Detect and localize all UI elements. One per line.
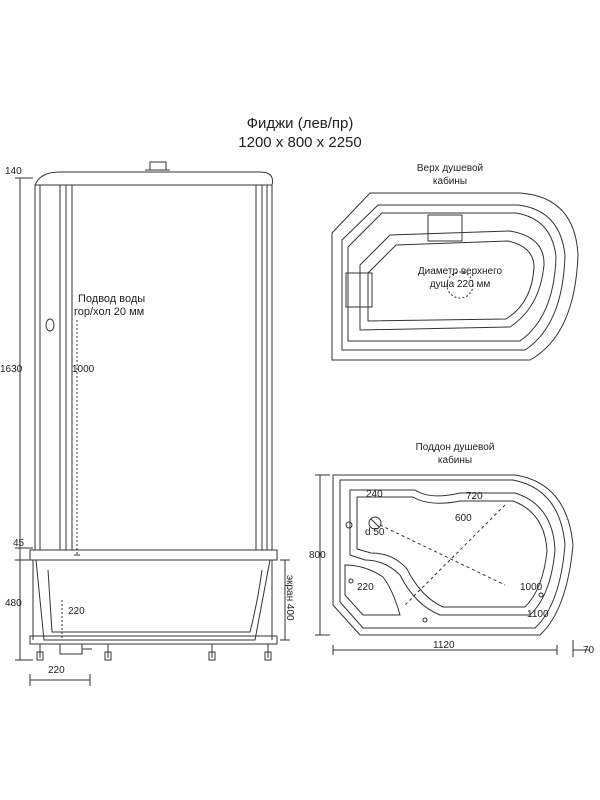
dim-1630: 1630 [0,364,23,375]
tray-dim-720: 720 [466,491,483,502]
front-view: экран 400 [15,161,295,686]
water-supply-line1: Подвод воды [78,293,146,305]
tray-body [35,559,271,641]
top-vent [149,161,167,171]
dim-220-bottom: 220 [48,665,65,676]
top-speaker-panel [345,272,373,308]
dim-220-inner: 220 [68,606,85,617]
drain-outlet [59,643,83,655]
shower-head-outline [446,271,474,299]
tray-dim-800: 800 [309,550,326,561]
tray-dim-240: 240 [366,489,383,500]
tray-rim [29,549,278,561]
dim-45: 45 [13,538,25,549]
top-view-caption-line2: кабины [432,176,468,187]
dim-140: 140 [5,166,22,177]
tray-seat [344,564,401,616]
top-light-panel [427,214,463,242]
drawing-title: Фиджи (лев/пр) [246,115,354,132]
dim-1000: 1000 [72,364,95,375]
drawing-dimensions: 1200 x 800 x 2250 [238,134,362,151]
tray-dim-1120: 1120 [433,640,455,651]
tray-dim-d50: d 50 [365,527,385,538]
tray-dim-220: 220 [357,582,374,593]
tray-dim-600: 600 [455,513,472,524]
screen-label: экран 400 [284,575,295,621]
tray-drain [368,516,382,530]
top-view-caption-line1: Верх душевой [416,163,484,174]
cabin-frame [34,184,273,551]
dim-480: 480 [5,598,22,609]
top-outline [331,192,579,361]
shower-diameter-line1: Диаметр верхнего [417,266,503,277]
tray-base [29,635,278,645]
tray-basin [349,489,556,616]
tray-caption-line2: кабины [437,455,473,466]
tray-view [315,474,590,657]
tray-dim-70: 70 [583,645,595,656]
water-connection [45,318,55,332]
shower-diameter-line2: душа 220 мм [429,279,491,290]
top-view [331,192,579,361]
water-supply-line2: гор/хол 20 мм [74,306,145,318]
tray-dim-1100: 1100 [527,609,549,620]
tray-outline [332,474,574,636]
top-canopy [34,171,273,186]
tray-dim-1000: 1000 [520,582,543,593]
tray-caption-line1: Поддон душевой [415,442,495,453]
